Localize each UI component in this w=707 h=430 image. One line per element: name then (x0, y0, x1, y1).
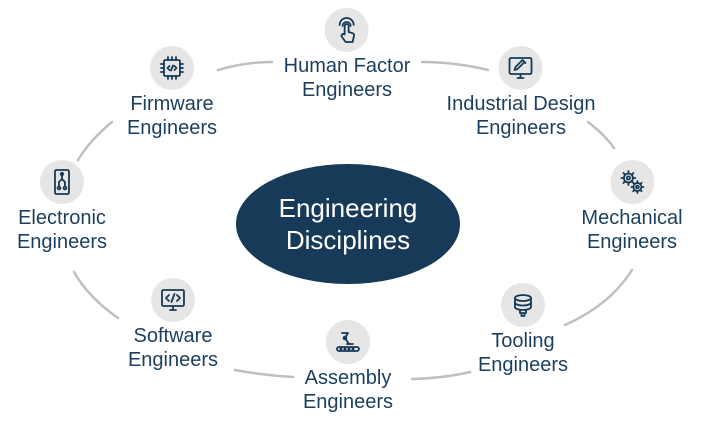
connector-tooling-assembly (410, 370, 472, 381)
node-mechanical: Mechanical Engineers (581, 160, 683, 254)
label-line1: Industrial Design (446, 93, 596, 115)
label-line2: Engineers (301, 79, 393, 101)
tooling-icon (501, 283, 545, 327)
connector-firmware-humanfactor (216, 60, 274, 72)
connector-electronic-firmware (76, 120, 114, 162)
node-human-factor: Human Factor Engineers (283, 8, 411, 102)
robot-arm-conveyor-icon (326, 320, 370, 364)
label-line2: Engineers (126, 117, 218, 139)
label-line2: Engineers (586, 231, 678, 253)
node-tooling: Tooling Engineers (478, 283, 568, 377)
microchip-icon (150, 46, 194, 90)
node-software: Software Engineers (128, 278, 218, 372)
node-electronic: Electronic Engineers (17, 160, 107, 254)
center-title-line2: Disciplines (285, 225, 411, 255)
label-line1: Software (133, 325, 213, 347)
node-firmware: Firmware Engineers (127, 46, 217, 140)
label-line2: Engineers (127, 349, 219, 371)
connector-humanfactor-industrial (420, 60, 490, 72)
circuit-board-icon (40, 160, 84, 204)
label-line1: Electronic (18, 207, 106, 229)
label-line2: Engineers (16, 231, 108, 253)
label-line1: Tooling (491, 330, 555, 352)
label-line1: Firmware (130, 93, 214, 115)
label-line2: Engineers (475, 117, 567, 139)
label-line1: Human Factor (283, 55, 411, 77)
label-line2: Engineers (477, 354, 569, 376)
label-line1: Mechanical (581, 207, 683, 229)
gears-icon (609, 160, 654, 204)
connector-mechanical-tooling (563, 268, 634, 327)
connector-industrial-mechanical (586, 120, 616, 150)
connector-assembly-software (233, 368, 295, 379)
connector-software-electronic (72, 270, 120, 320)
design-monitor-icon (499, 46, 543, 90)
touch-hand-icon (325, 8, 369, 52)
center-ellipse: Engineering Disciplines (236, 164, 460, 284)
label-line2: Engineers (302, 391, 394, 413)
code-monitor-icon (151, 278, 195, 322)
label-line1: Assembly (304, 367, 392, 389)
node-assembly: Assembly Engineers (303, 320, 393, 414)
center-title-line1: Engineering (278, 193, 418, 223)
node-industrial-design: Industrial Design Engineers (446, 46, 596, 140)
